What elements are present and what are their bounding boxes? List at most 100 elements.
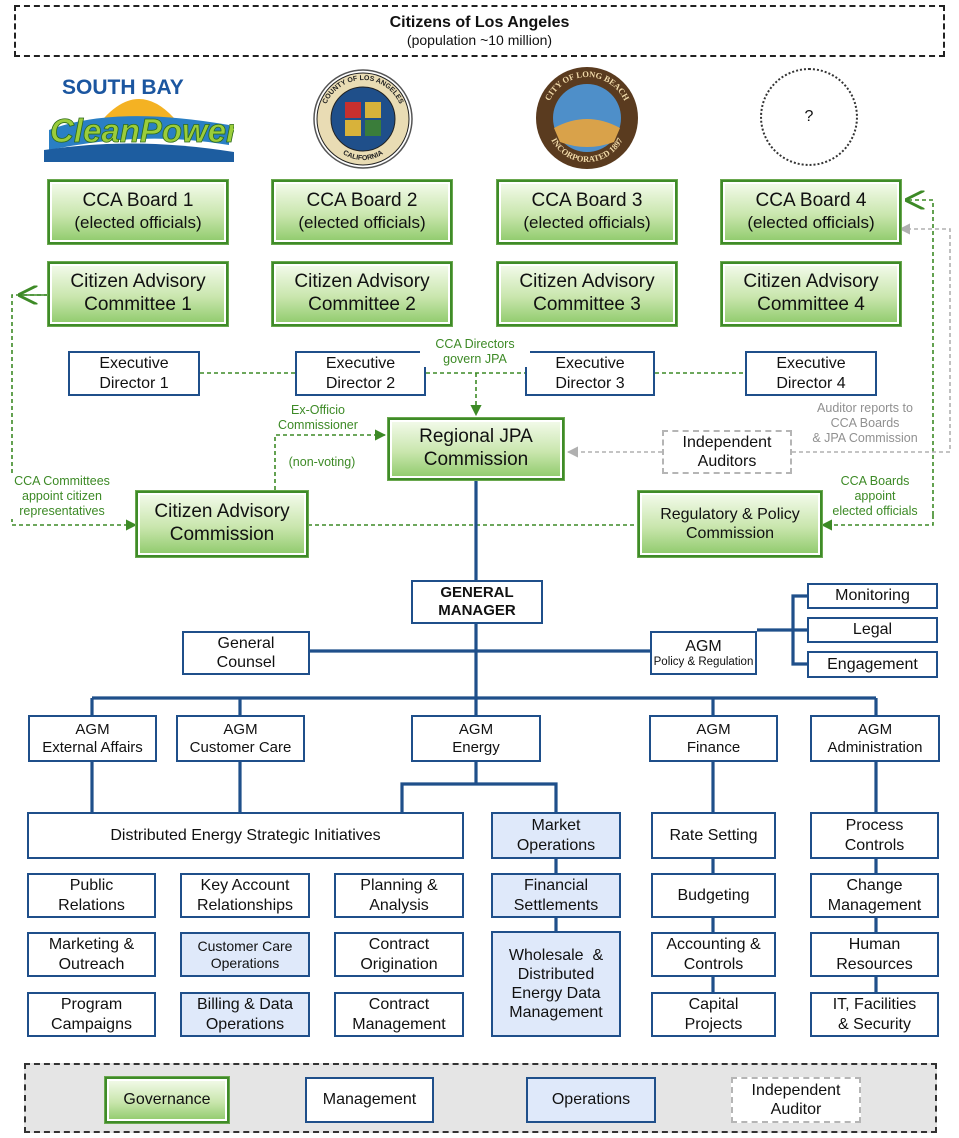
unit-label: Market bbox=[531, 817, 581, 835]
unit-label: Financial bbox=[523, 877, 589, 895]
director-number: Director 3 bbox=[555, 374, 625, 392]
agm-label: AGM bbox=[857, 720, 893, 738]
cca-board-3[interactable]: CCA Board 3(elected officials) bbox=[497, 180, 677, 244]
unit-sublabel: Management bbox=[352, 1015, 446, 1033]
rate-setting[interactable]: Rate Setting bbox=[651, 812, 776, 859]
distributed-energy-strategic-initiatives[interactable]: Distributed Energy Strategic Initiatives bbox=[27, 812, 464, 859]
annotation-line: representatives bbox=[19, 504, 105, 518]
counsel-label: General bbox=[217, 634, 275, 652]
unit-label: Key Account bbox=[200, 877, 290, 895]
gm-label: GENERAL bbox=[440, 584, 514, 601]
annotation-line: Auditor reports to bbox=[817, 401, 913, 415]
agm-sublabel: Customer Care bbox=[189, 738, 292, 756]
legend-label: Operations bbox=[551, 1091, 631, 1109]
commission-label: Regulatory & Policy bbox=[660, 505, 800, 523]
unit-sublabel: Operations bbox=[516, 836, 596, 854]
legend-label: Independent bbox=[751, 1081, 841, 1099]
committee-number: Committee 2 bbox=[308, 294, 416, 315]
unit-sublabel: Projects bbox=[684, 1015, 743, 1033]
annotation-line: CCA Boards bbox=[830, 416, 900, 430]
budgeting[interactable]: Budgeting bbox=[651, 873, 776, 918]
director-label: Executive bbox=[99, 355, 169, 373]
committee-number: Committee 3 bbox=[533, 294, 641, 315]
cca-board-4[interactable]: CCA Board 4(elected officials) bbox=[721, 180, 901, 244]
planning-analysis[interactable]: Planning &Analysis bbox=[334, 873, 464, 918]
board-label: CCA Board 1 bbox=[82, 190, 194, 212]
unit-label: Contract bbox=[368, 936, 430, 954]
wholesale-distributed-energy-data-management[interactable]: Wholesale & Distributed Energy Data Mana… bbox=[491, 931, 621, 1037]
committee-label: Citizen Advisory bbox=[743, 271, 879, 293]
committee-number: Committee 4 bbox=[757, 294, 865, 315]
cca-board-1[interactable]: CCA Board 1(elected officials) bbox=[48, 180, 228, 244]
director-label: Executive bbox=[555, 355, 625, 373]
unit-label: Customer Care bbox=[197, 937, 293, 954]
marketing-outreach[interactable]: Marketing &Outreach bbox=[27, 932, 156, 977]
agm-label: AGM bbox=[696, 720, 731, 738]
gm-sublabel: MANAGER bbox=[438, 602, 516, 619]
engagement-unit[interactable]: Engagement bbox=[807, 651, 938, 678]
agm-sublabel: Policy & Regulation bbox=[653, 655, 754, 668]
legend-label: Governance bbox=[123, 1091, 211, 1109]
annotation-line: govern JPA bbox=[443, 352, 507, 366]
unit-label: Capital bbox=[688, 996, 739, 1014]
unit-label: Accounting & bbox=[666, 936, 761, 954]
agm-sublabel: Energy bbox=[452, 738, 500, 756]
unit-sublabel: Controls bbox=[683, 955, 744, 973]
monitoring-unit[interactable]: Monitoring bbox=[807, 583, 938, 609]
board-label: CCA Board 4 bbox=[755, 190, 867, 212]
cca-board-2[interactable]: CCA Board 2(elected officials) bbox=[272, 180, 452, 244]
accounting-controls[interactable]: Accounting &Controls bbox=[651, 932, 776, 977]
jpa-sublabel: Commission bbox=[423, 449, 529, 470]
cleanpower-text: CleanPower bbox=[50, 112, 234, 149]
citizens-header: Citizens of Los Angeles (population ~10 … bbox=[14, 5, 945, 57]
unit-sublabel: Analysis bbox=[369, 896, 429, 914]
agm-sublabel: External Affairs bbox=[42, 738, 143, 756]
legal-unit[interactable]: Legal bbox=[807, 617, 938, 643]
annotation-line: elected officials bbox=[832, 504, 918, 518]
it-facilities-security[interactable]: IT, Facilities& Security bbox=[810, 992, 939, 1037]
board-sublabel: (elected officials) bbox=[74, 213, 202, 233]
unit-label: IT, Facilities bbox=[832, 996, 917, 1014]
legend-label: Auditor bbox=[770, 1101, 822, 1118]
auditors-label: Independent bbox=[682, 433, 772, 451]
unit-sublabel: Relations bbox=[58, 896, 125, 914]
unit-label: Marketing & bbox=[48, 936, 135, 954]
unit-sublabel: & Security bbox=[838, 1015, 911, 1033]
desi-label: Distributed Energy Strategic Initiatives bbox=[110, 826, 381, 844]
